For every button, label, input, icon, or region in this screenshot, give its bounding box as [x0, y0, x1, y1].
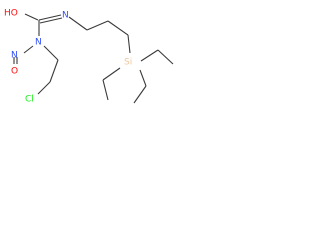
amide-nitrogen-label: N	[35, 38, 42, 48]
atom-labels: HO N N N O Cl Si	[4, 9, 132, 105]
bond-et2a-et2b	[133, 85, 147, 104]
bond-ch2a-ch2b	[49, 59, 59, 83]
bond-n-n	[23, 45, 34, 54]
bond-c-n-imine-double	[39, 17, 63, 24]
bond-ch2b-cl	[37, 81, 51, 95]
bond-set	[13, 13, 174, 104]
bond-si-et1a	[102, 67, 121, 81]
bond-si-et3a	[140, 49, 159, 62]
bond-c3-si	[127, 34, 131, 54]
nitroso-nitrogen-label: N	[11, 51, 18, 61]
silicon-label: Si	[124, 58, 132, 68]
bond-et3a-et3b	[157, 49, 174, 65]
bond-n-ch2a	[43, 45, 59, 61]
chemical-structure: HO N N N O Cl Si	[4, 9, 174, 105]
hydroxyl-label: HO	[4, 9, 18, 19]
bond-et1a-et1b	[102, 79, 109, 101]
bond-c2-c3	[107, 20, 129, 36]
bond-c-n-imine	[38, 14, 62, 21]
bond-n-c1	[68, 16, 88, 31]
nitroso-oxygen-label: O	[11, 67, 18, 77]
bond-si-et2a	[139, 69, 147, 87]
chlorine-label: Cl	[25, 95, 34, 105]
bond-o-c	[24, 13, 39, 21]
imine-nitrogen-label: N	[62, 11, 69, 21]
bond-c1-c2	[86, 20, 109, 31]
